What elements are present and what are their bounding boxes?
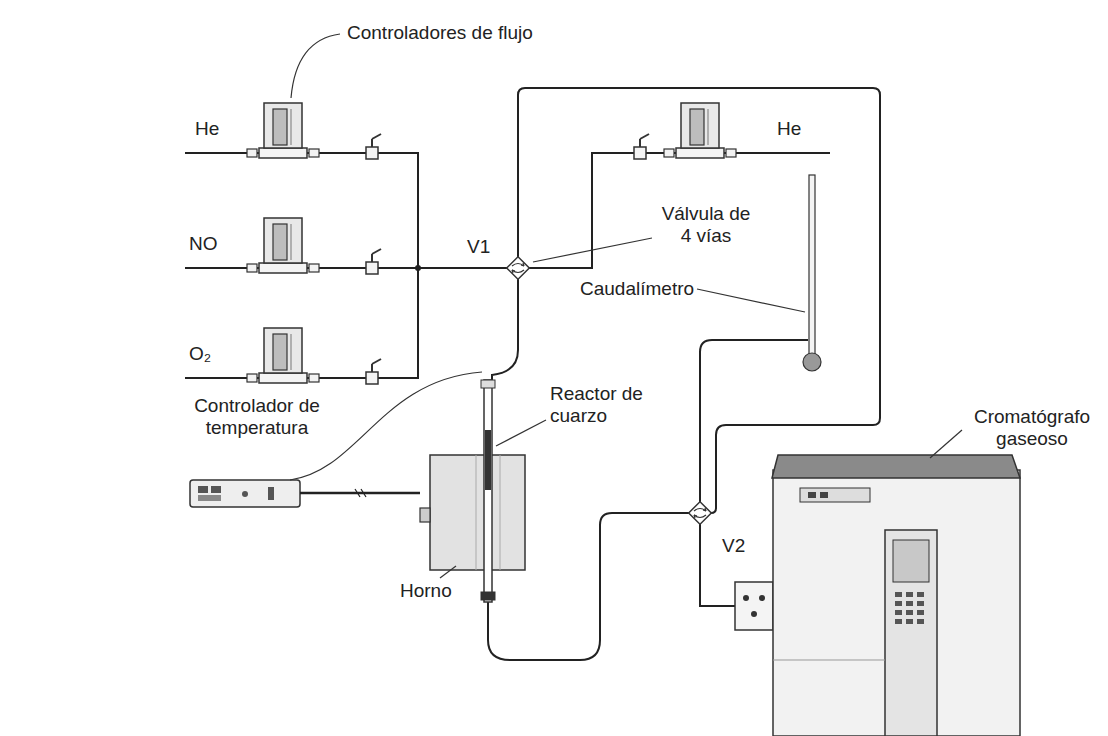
part-label: O₂	[187, 343, 213, 365]
part-label: Controladores de flujo	[345, 22, 535, 44]
oven	[420, 455, 525, 570]
temperature-controller	[190, 372, 482, 507]
quartz-reactor	[481, 380, 495, 602]
part-label: Válvula de 4 vías	[652, 203, 760, 247]
part-label: Caudalímetro	[578, 278, 696, 300]
part-label: Horno	[398, 580, 454, 602]
part-label: Reactor de cuarzo	[548, 383, 662, 427]
part-label: He	[775, 118, 803, 140]
gas-chromatograph	[735, 455, 1020, 736]
part-label: He	[193, 118, 221, 140]
part-label: Cromatógrafo gaseoso	[965, 406, 1099, 450]
part-label: Controlador de temperatura	[180, 395, 334, 439]
leader-lines	[291, 34, 962, 578]
part-label: V2	[720, 535, 747, 557]
shutoff-valves	[366, 134, 649, 384]
part-label: NO	[187, 233, 220, 255]
part-label: V1	[465, 236, 492, 258]
bubble-flowmeter	[803, 175, 821, 371]
tee-junction	[415, 265, 421, 271]
four-way-valves	[507, 257, 712, 525]
